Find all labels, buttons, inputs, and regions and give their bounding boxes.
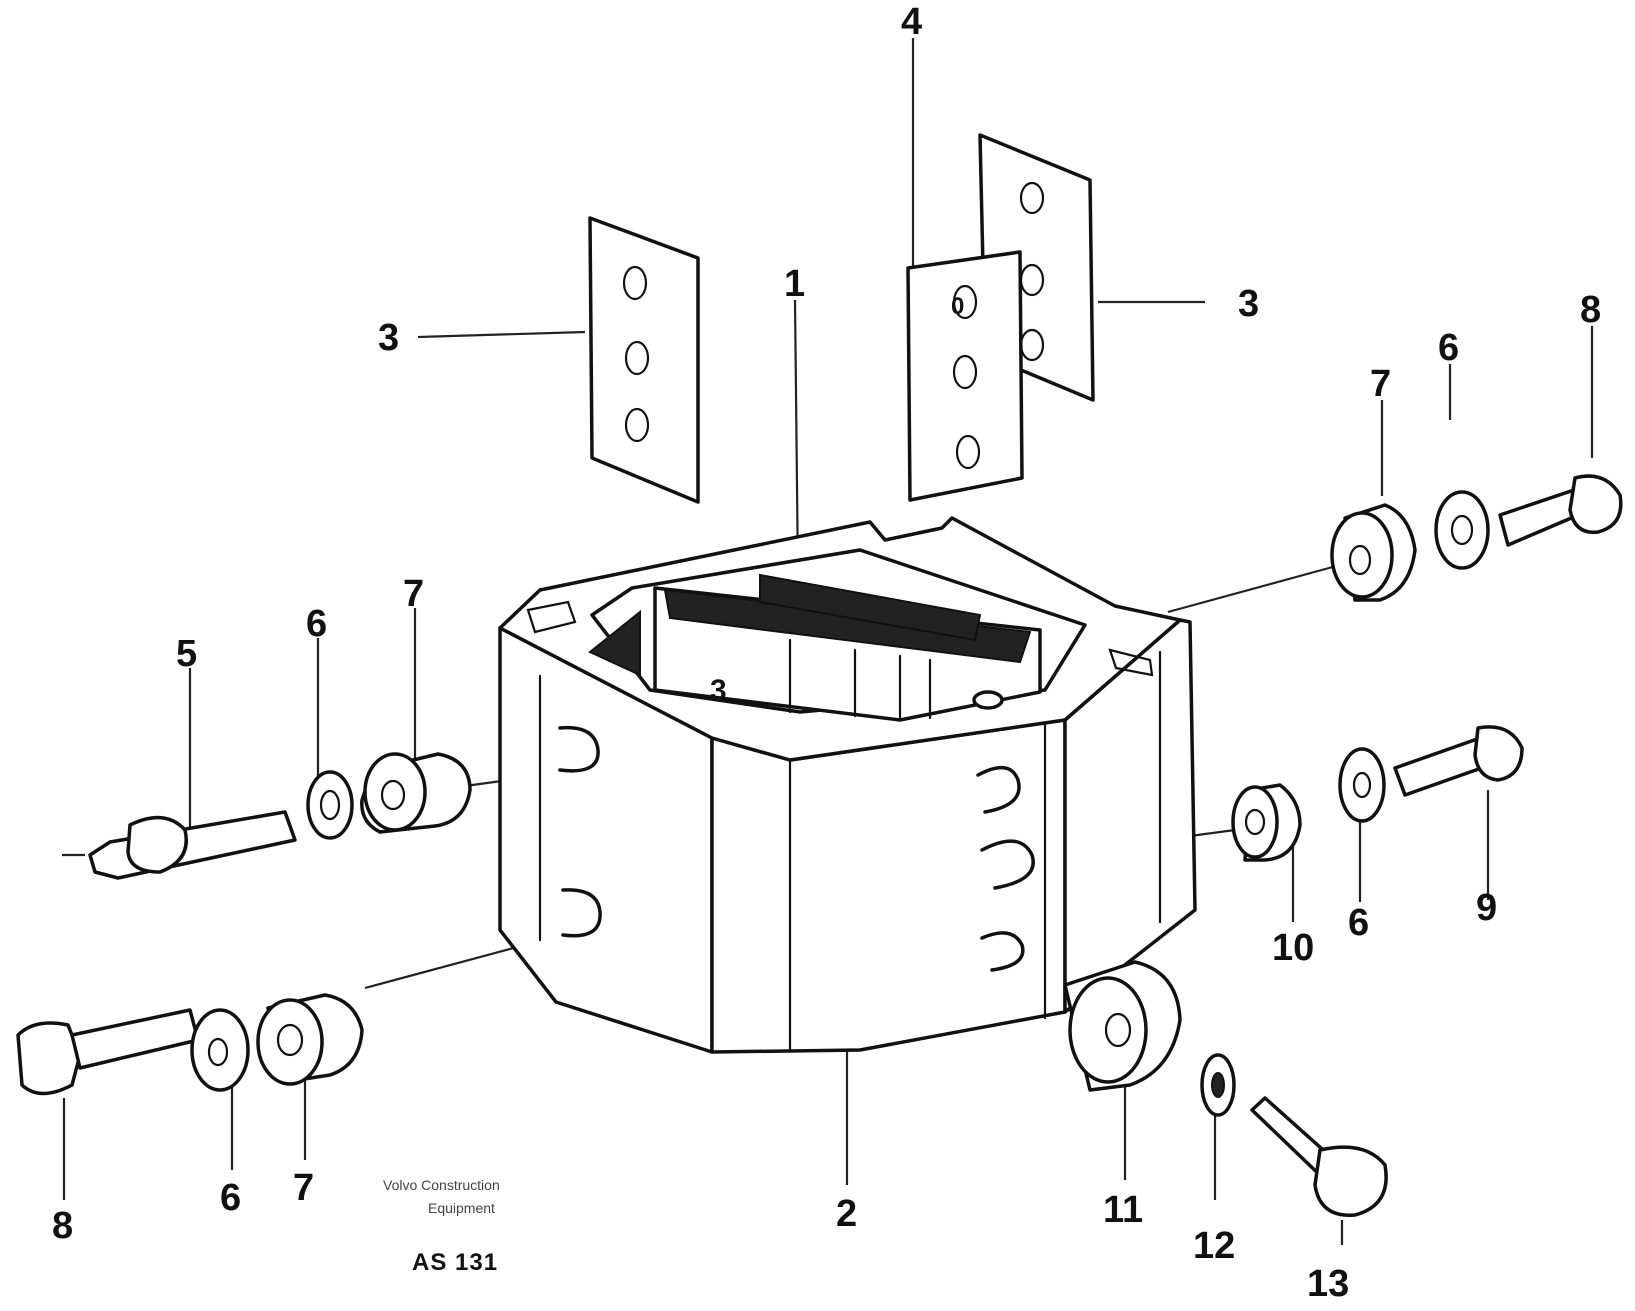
callout-7-left-top: 7 <box>403 573 424 615</box>
callout-9: 9 <box>1476 887 1497 929</box>
callout-3-left: 3 <box>378 317 399 359</box>
callout-6-left-bottom: 6 <box>220 1177 241 1219</box>
fastener-stack-lower-right <box>1063 960 1388 1217</box>
callout-10: 10 <box>1272 927 1314 969</box>
callout-13: 13 <box>1307 1263 1349 1305</box>
cooler-core: 3 <box>588 573 1042 722</box>
fastener-stack-upper-right <box>1330 474 1623 602</box>
figure-code: AS 131 <box>412 1249 498 1276</box>
core-side-label: 3 <box>710 674 727 707</box>
caption-division: Equipment <box>428 1200 495 1216</box>
callout-12: 12 <box>1193 1225 1235 1267</box>
plate-mark: 0 <box>951 293 964 320</box>
plate-right-front: 0 <box>906 250 1024 502</box>
callout-8-right-top: 8 <box>1580 289 1601 331</box>
leader-lines <box>62 38 1594 1245</box>
callout-6-right-top: 6 <box>1438 327 1459 369</box>
port-holes <box>558 725 1035 972</box>
callout-6-right-bottom: 6 <box>1348 902 1369 944</box>
callout-7-right-top: 7 <box>1370 363 1391 405</box>
caption-brand: Volvo Construction <box>383 1177 500 1193</box>
fastener-stack-upper-left <box>88 752 472 880</box>
callout-11: 11 <box>1103 1189 1143 1231</box>
callout-6-left-top: 6 <box>306 603 327 645</box>
plate-left <box>588 216 700 504</box>
callout-2: 2 <box>836 1193 857 1235</box>
callout-1: 1 <box>784 263 805 305</box>
callout-labels: 1 2 3 3 4 5 6 7 7 6 8 9 6 10 8 6 7 11 12… <box>52 1 1601 1305</box>
callout-7-left-bottom: 7 <box>293 1167 314 1209</box>
callout-4: 4 <box>901 1 922 43</box>
callout-3-right: 3 <box>1238 283 1259 325</box>
caption-block: Volvo Construction Equipment AS 131 <box>383 1177 500 1276</box>
fastener-stack-lower-left <box>16 993 364 1096</box>
fastener-stack-right <box>1231 725 1524 862</box>
callout-5: 5 <box>176 633 197 675</box>
callout-8-left-bottom: 8 <box>52 1205 73 1247</box>
